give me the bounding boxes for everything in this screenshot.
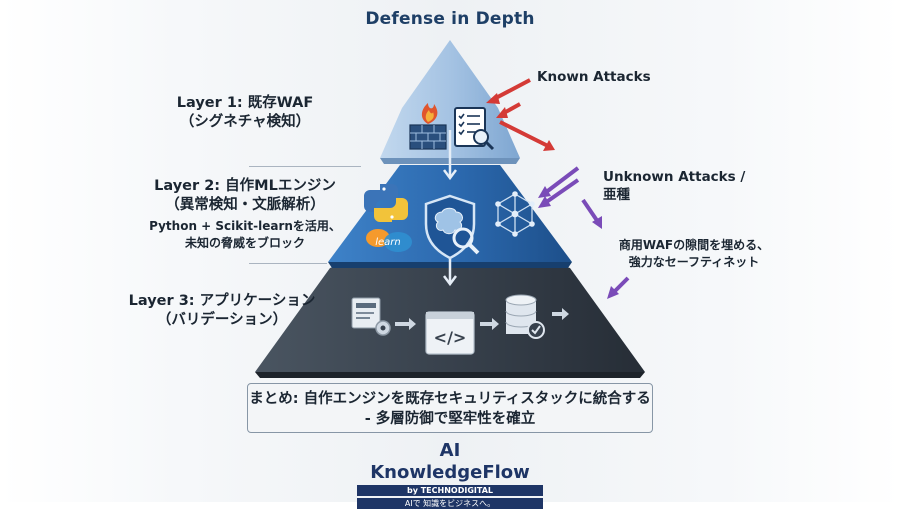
code-window-icon: </>	[425, 311, 475, 355]
arrow-right-icon	[480, 318, 499, 330]
layer2-name: Layer 2: 自作MLエンジン	[154, 178, 336, 194]
scikit-learn-logo-text: learn	[375, 237, 401, 248]
arrow-right-icon	[552, 308, 569, 320]
layer1-name: Layer 1: 既存WAF	[176, 95, 314, 111]
layer3-label: Layer 3: アプリケーション （バリデーション）	[124, 292, 320, 330]
layer2-label: Layer 2: 自作MLエンジン （異常検知・文脈解析） Python + S…	[140, 177, 350, 252]
brand-tagline: AIで 知識をビジネスへ。	[357, 498, 543, 509]
arrow-right-icon	[395, 318, 416, 330]
database-check-icon	[505, 294, 545, 339]
layer1-label: Layer 1: 既存WAF （シグネチャ検知）	[160, 94, 330, 132]
app-settings-icon	[351, 297, 391, 336]
scikit-learn-logo-icon: learn	[366, 229, 412, 252]
layer3-name: Layer 3: アプリケーション	[128, 293, 316, 309]
layer-separator	[249, 166, 361, 167]
safety-net-line2: 強力なセーフティネット	[628, 255, 760, 269]
safety-net-line1: 商用WAFの隙間を埋める、	[618, 238, 770, 252]
known-attack-arrows	[486, 78, 555, 151]
layer2-description: （異常検知・文脈解析）	[165, 197, 325, 213]
diagram-title: Defense in Depth	[365, 9, 535, 29]
known-attacks-label: Known Attacks	[537, 69, 651, 85]
neural-network-icon	[495, 191, 535, 237]
signature-list-icon	[454, 107, 495, 151]
layer2-note-line1: Python + Scikit-learnを活用、	[149, 219, 341, 233]
unknown-attacks-label: Unknown Attacks / 亜種	[603, 168, 745, 204]
python-logo-icon	[364, 184, 408, 222]
summary-box: まとめ: 自作エンジンを既存セキュリティスタックに統合する - 多層防御で堅牢性…	[247, 383, 653, 433]
layer2-note-line2: 未知の脅威をブロック	[184, 236, 305, 250]
unknown-attacks-line2: 亜種	[603, 187, 630, 203]
brand-logo: AI KnowledgeFlow by TECHNODIGITAL AIで 知識…	[357, 440, 543, 509]
brand-byline: by TECHNODIGITAL	[357, 485, 543, 496]
svg-text:</>: </>	[434, 328, 467, 347]
layer-separator	[249, 263, 327, 264]
summary-line1: まとめ: 自作エンジンを既存セキュリティスタックに統合する	[249, 391, 651, 407]
layer3-description: （バリデーション）	[156, 312, 288, 328]
brand-name: AI KnowledgeFlow	[370, 440, 530, 483]
firewall-icon	[409, 103, 447, 150]
unknown-attack-arrows	[538, 166, 630, 299]
unknown-attacks-line1: Unknown Attacks /	[603, 169, 746, 185]
summary-line2: - 多層防御で堅牢性を確立	[364, 411, 536, 427]
layer1-description: （シグネチャ検知）	[179, 114, 311, 130]
brain-shield-icon	[424, 194, 480, 260]
safety-net-note: 商用WAFの隙間を埋める、 強力なセーフティネット	[614, 237, 774, 271]
